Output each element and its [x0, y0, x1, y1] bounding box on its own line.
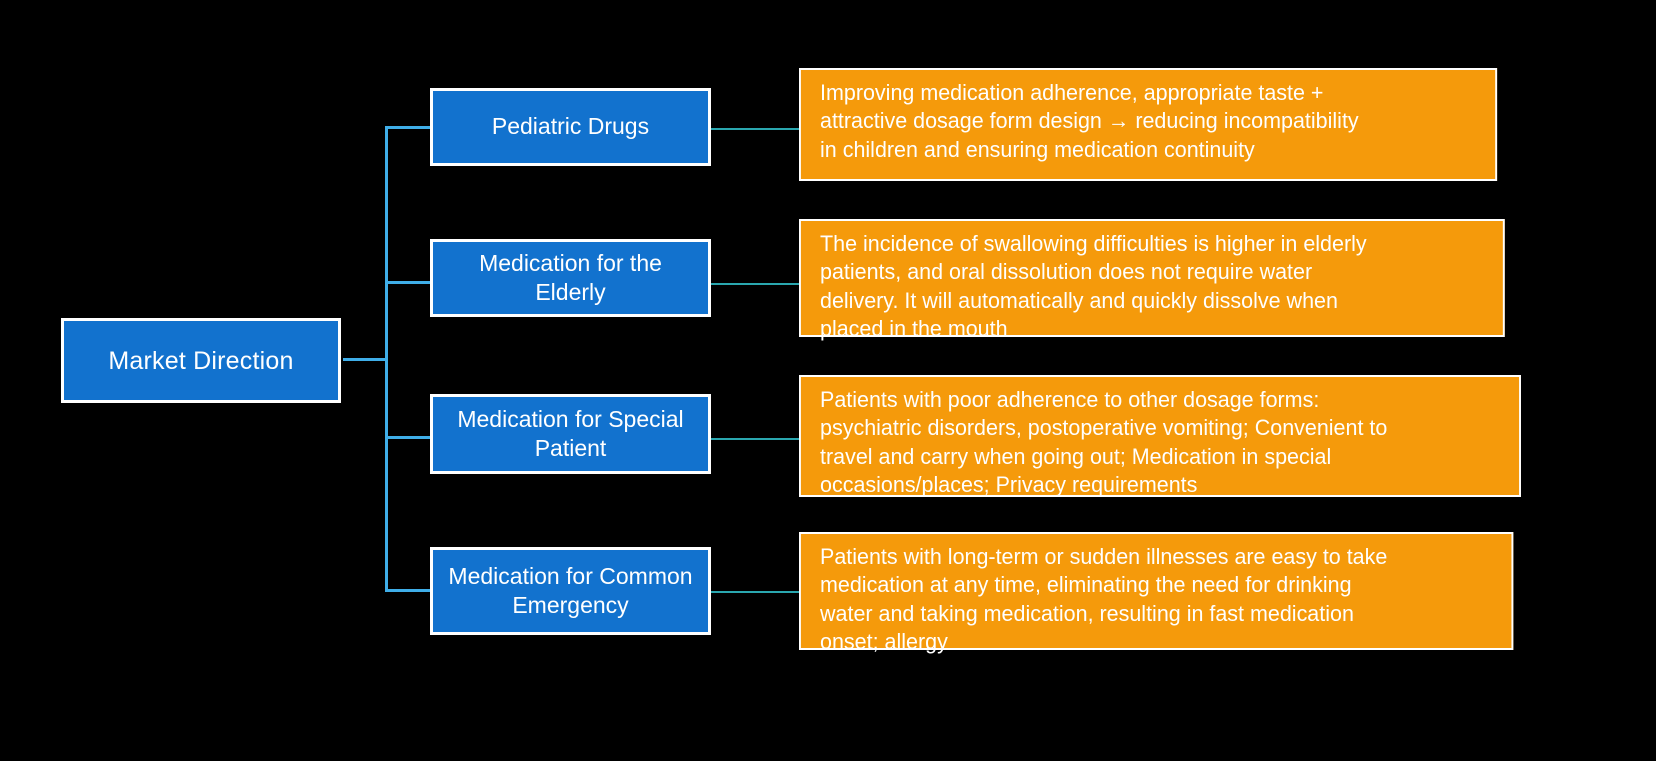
- detail-box-medication-for-special-patient: Patients with poor adherence to other do…: [799, 375, 1521, 497]
- root-node-label: Market Direction: [108, 346, 294, 375]
- connector-root-stub: [343, 358, 387, 361]
- connector-branch-2: [385, 281, 433, 284]
- branch-node-label: Pediatric Drugs: [491, 113, 650, 140]
- connector-detail-4: [711, 591, 801, 593]
- branch-node-medication-for-special-patient[interactable]: Medication for Special Patient: [430, 394, 711, 474]
- connector-branch-1: [385, 126, 433, 129]
- branch-node-medication-for-the-elderly[interactable]: Medication for the Elderly: [430, 239, 711, 317]
- connector-trunk-vertical: [385, 126, 388, 592]
- branch-node-medication-for-common-emergency[interactable]: Medication for Common Emergency: [430, 547, 711, 635]
- connector-detail-3: [711, 438, 801, 440]
- connector-branch-4: [385, 589, 433, 592]
- detail-box-medication-for-common-emergency: Patients with long-term or sudden illnes…: [799, 532, 1514, 654]
- connector-detail-1: [711, 128, 801, 130]
- detail-box-pediatric-drugs: Improving medication adherence, appropri…: [799, 68, 1498, 181]
- detail-box-medication-for-the-elderly: The incidence of swallowing difficulties…: [799, 219, 1505, 341]
- branch-node-pediatric-drugs[interactable]: Pediatric Drugs: [430, 88, 711, 166]
- branch-node-label: Medication for Common Emergency: [448, 562, 693, 618]
- connector-branch-3: [385, 436, 433, 439]
- branch-node-label: Medication for Special Patient: [457, 405, 684, 461]
- connector-detail-2: [711, 283, 801, 285]
- branch-node-label: Medication for the Elderly: [479, 249, 662, 305]
- root-node-market-direction[interactable]: Market Direction: [61, 318, 341, 403]
